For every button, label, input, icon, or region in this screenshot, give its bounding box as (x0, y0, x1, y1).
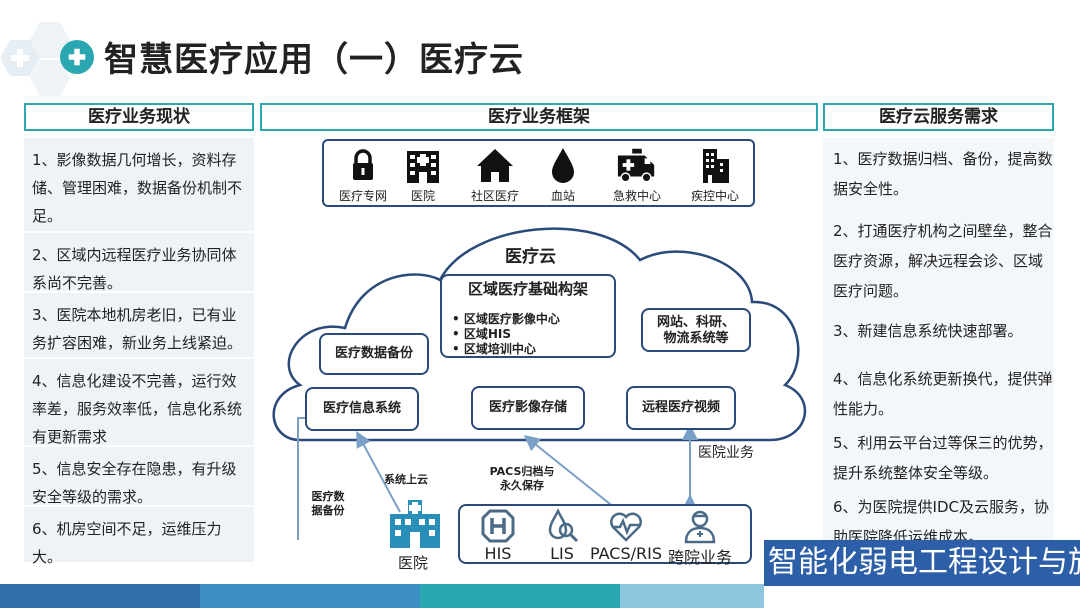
info-system-box: 医疗信息系统 (305, 387, 419, 431)
left-panel: 1、影像数据几何增长，资料存储、管理困难，数据备份机制不足。 2、区域内远程医疗… (24, 138, 254, 566)
list-item: 3、新建信息系统快速部署。 (833, 322, 1023, 340)
list-item: 5、信息安全存在隐患，有升级安全等级的需求。 (24, 447, 254, 506)
list-item: 1、影像数据几何增长，资料存储、管理困难，数据备份机制不足。 (24, 138, 254, 231)
list-item: 4、信息化建设不完善，运行效率差，服务效率低，信息化系统有更新需求 (24, 359, 254, 446)
his-icon (481, 509, 515, 543)
page-title: 智慧医疗应用（一）医疗云 (104, 40, 524, 80)
list-item: 6、机房空间不足，运维压力大。 (24, 507, 254, 566)
backup-label: 医疗数据备份 (311, 490, 345, 517)
infra-item: • 区域医疗影像中心 (452, 312, 560, 326)
remote-video-box: 远程医疗视频 (626, 386, 736, 430)
hospital-label: 医院 (398, 554, 429, 572)
image-storage-box: 医疗影像存储 (471, 386, 585, 430)
lock-icon (353, 149, 373, 180)
system-his: HIS (480, 508, 516, 563)
strip-item-hospital: 医院 (388, 145, 458, 204)
lis-icon (548, 508, 579, 543)
watermark: 智能化弱电工程设计与施工 (764, 540, 1080, 586)
plus-icon (11, 49, 29, 67)
infra-item: • 区域培训中心 (452, 342, 536, 356)
upload-label: 系统上云 (384, 473, 428, 486)
footer-bar (420, 584, 620, 608)
arrow-upload (356, 430, 401, 513)
system-cross-hospital: 跨院业务 (668, 508, 732, 568)
hospital-icon (407, 151, 439, 183)
left-header: 医疗业务现状 (24, 103, 254, 131)
infra-item: • 区域HIS (452, 327, 512, 341)
building-icon (703, 149, 729, 183)
footer-bar (200, 584, 420, 608)
ambulance-icon (617, 148, 655, 183)
right-panel: 1、医疗数据归档、备份，提高数据安全性。 2、打通医疗机构之间壁垒，整合医疗资源… (823, 138, 1054, 548)
list-item: 2、区域内远程医疗业务协同体系尚不完善。 (24, 233, 254, 292)
cloud-title: 医疗云 (505, 247, 556, 267)
list-item: 5、利用云平台过等保三的优势，提升系统整体安全等级。 (833, 434, 1053, 482)
system-lis: LIS (544, 508, 580, 563)
heart-pulse-icon (610, 512, 642, 542)
right-header: 医疗云服务需求 (823, 103, 1054, 131)
pacs-archive-label: PACS归档与永久保存 (489, 465, 555, 492)
web-research-box: 网站、科研、物流系统等 (641, 308, 751, 352)
list-item: 3、医院本地机房老旧，已有业务扩容困难，新业务上线紧迫。 (24, 293, 254, 357)
footer-bar (620, 584, 764, 608)
medical-plus-icon (60, 40, 94, 74)
infra-box (440, 274, 616, 358)
house-icon (477, 149, 513, 182)
list-item: 1、医疗数据归档、备份，提高数据安全性。 (833, 150, 1053, 198)
system-pacs: PACS/RIS (590, 508, 662, 563)
infra-list: • 区域医疗影像中心 • 区域HIS • 区域培训中心 (452, 312, 560, 357)
footer-bar (0, 584, 200, 608)
blood-drop-icon (552, 148, 574, 183)
doctor-icon (684, 510, 716, 544)
strip-item-blood-station: 血站 (528, 145, 598, 204)
strip-item-private-network: 医疗专网 (328, 145, 398, 204)
list-item: 4、信息化系统更新换代，提供弹性能力。 (833, 370, 1053, 418)
strip-item-community: 社区医疗 (460, 145, 530, 204)
list-item: 2、打通医疗机构之间壁垒，整合医疗资源，解决远程会诊、区域医疗问题。 (833, 222, 1053, 300)
arrow-pacs (523, 435, 632, 524)
hospital-icon (390, 500, 440, 548)
facility-strip: 医疗专网 医院 社区医疗 血站 (322, 139, 755, 207)
strip-item-emergency: 急救中心 (602, 145, 672, 204)
hospital-systems-box: HIS LIS PACS/RIS 跨院业务 (458, 504, 752, 567)
infra-title: 区域医疗基础构架 (467, 280, 588, 298)
data-backup-box: 医疗数据备份 (319, 333, 429, 375)
center-header: 医疗业务框架 (260, 103, 818, 131)
strip-item-cdc: 疾控中心 (680, 145, 750, 204)
hospital-business-label: 医院业务 (698, 445, 754, 461)
